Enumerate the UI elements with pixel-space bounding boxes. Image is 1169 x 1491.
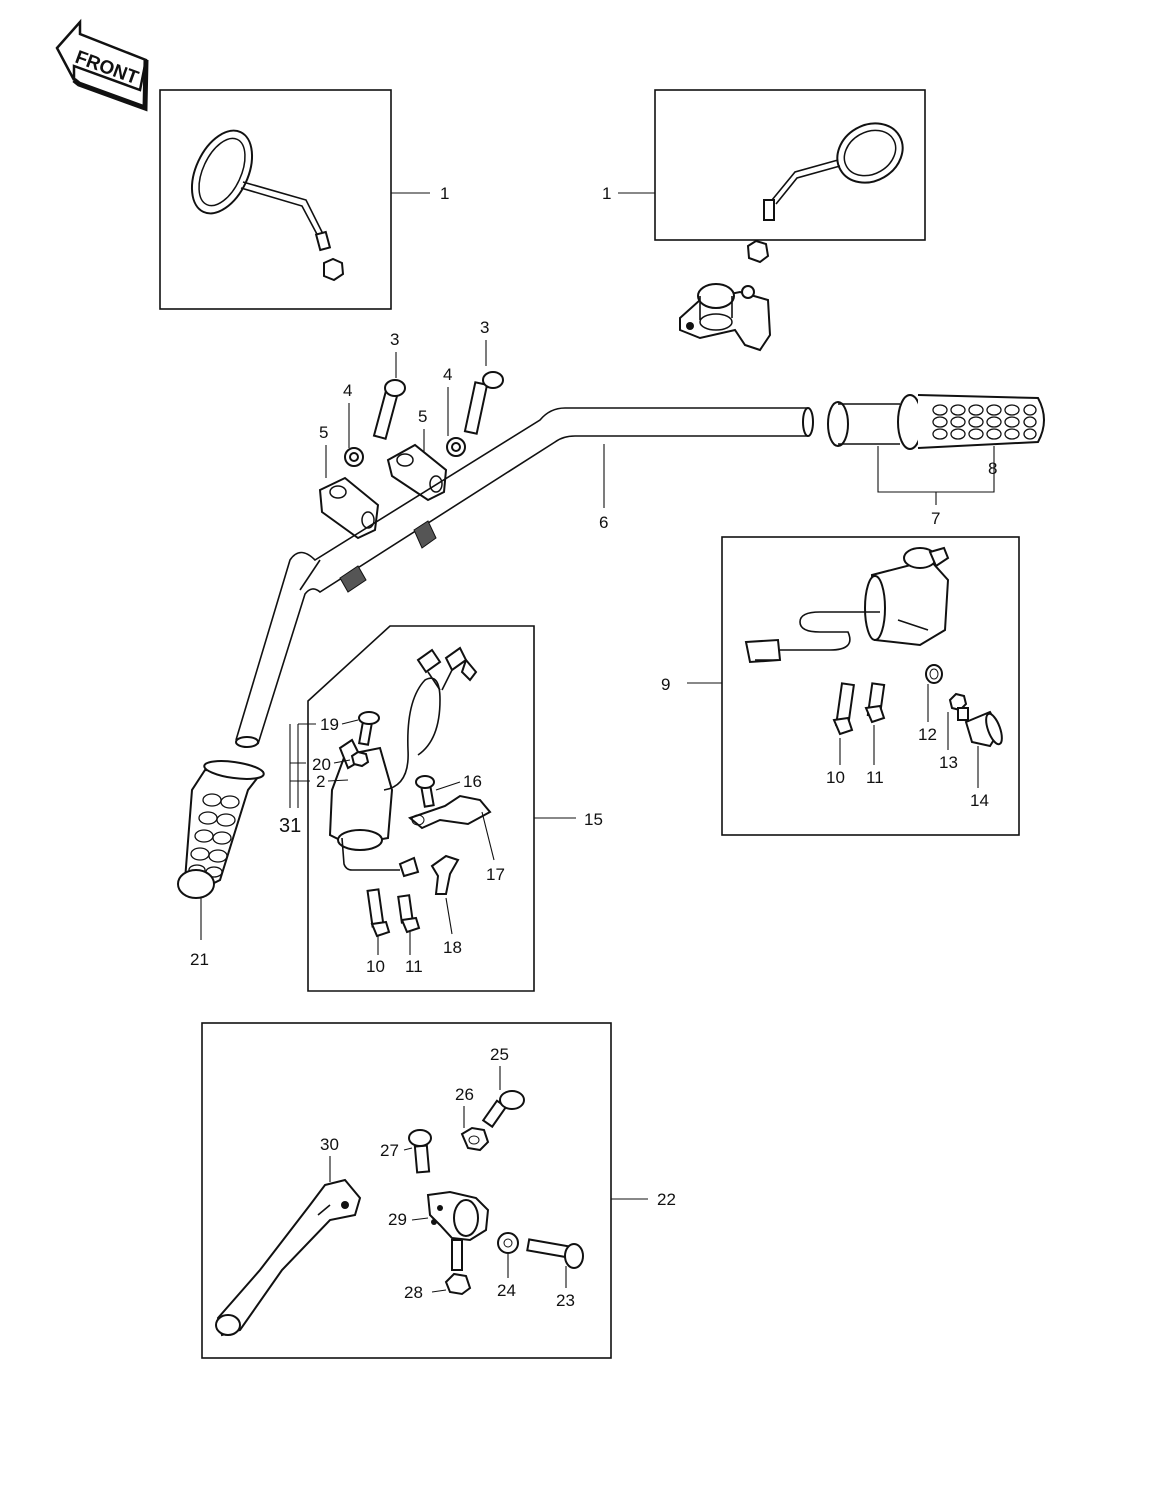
switch-right: [744, 546, 950, 664]
callout-lever-assy: 22: [657, 1190, 676, 1209]
lever-30: [215, 1178, 362, 1337]
callout-holder-b: 5: [418, 407, 427, 426]
callout-holder-bolt-a: 3: [390, 330, 399, 349]
callout-screw-19: 19: [320, 715, 339, 734]
handlebar: [235, 407, 814, 748]
callout-holder-bolt-b: 3: [480, 318, 489, 337]
holder-bolt-b: [463, 371, 504, 435]
switch-left-box: [307, 625, 535, 992]
nut-20: [350, 750, 370, 768]
mirror-left: [190, 129, 345, 282]
callout-washer-a: 4: [343, 381, 352, 400]
callout-knob-13: 13: [939, 753, 958, 772]
callout-switch-left: 15: [584, 810, 603, 829]
callout-grip-left: 21: [190, 950, 209, 969]
callout-nut-26: 26: [455, 1085, 474, 1104]
callout-mirror-right: 1: [602, 184, 611, 203]
holder-bolt-a: [372, 379, 406, 440]
switch-left: [328, 646, 478, 878]
callout-lever-30: 30: [320, 1135, 339, 1154]
mirror-left-box: [159, 89, 392, 310]
callout-washer-b: 4: [443, 365, 452, 384]
washer-b: [446, 437, 466, 457]
cap-14: [964, 710, 1003, 748]
ring-12: [925, 664, 943, 684]
holder-a: [318, 476, 380, 540]
callout-bracket-29: 29: [388, 1210, 407, 1229]
bolt-25: [481, 1090, 525, 1129]
callout-bolt-27: 27: [380, 1141, 399, 1160]
callout-clamp-18: 18: [443, 938, 462, 957]
callout-cap-14: 14: [970, 791, 989, 810]
lever-box: [201, 1022, 612, 1359]
bracket-throttle-grip: [877, 446, 995, 493]
callout-clamp-17: 17: [486, 865, 505, 884]
front-arrow-icon: FRONT: [55, 18, 149, 112]
screw-10-left: [366, 888, 391, 938]
callout-nut-28: 28: [404, 1283, 423, 1302]
mirror-right: [746, 122, 904, 264]
callout-assy-31: 31: [279, 815, 301, 837]
callout-bolt-23: 23: [556, 1291, 575, 1310]
callout-ring-12: 12: [918, 725, 937, 744]
callout-grip-right: 8: [988, 459, 997, 478]
screw-11-left: [397, 894, 421, 934]
screw-10-right: [832, 682, 855, 736]
grip-left: [177, 760, 265, 899]
screw-16: [415, 775, 435, 808]
callout-nut-20: 20: [312, 755, 331, 774]
right-lever-bracket: [679, 283, 772, 352]
mirror-right-box: [654, 89, 926, 241]
holder-b: [386, 443, 448, 502]
bracket-29: [426, 1190, 490, 1242]
nut-28: [444, 1239, 472, 1296]
callout-switch-right: 9: [661, 675, 670, 694]
callout-holder-a: 5: [319, 423, 328, 442]
clamp-17: [407, 794, 492, 830]
screw-11-right: [864, 682, 886, 724]
callout-bolt-25: 25: [490, 1045, 509, 1064]
bolt-27: [408, 1129, 432, 1174]
bracket-assy-31: [289, 723, 316, 808]
nut-26: [460, 1126, 490, 1152]
knob-13: [948, 692, 969, 721]
callout-screw-16: 16: [463, 772, 482, 791]
grip-right: [827, 394, 1045, 450]
switch-right-box: [721, 536, 1020, 836]
clamp-18: [430, 854, 460, 895]
callout-screw-10-left: 10: [366, 957, 385, 976]
nut-24: [497, 1232, 519, 1254]
callout-mirror-left: 1: [440, 184, 449, 203]
bolt-23: [526, 1238, 584, 1269]
callout-handlebar: 6: [599, 513, 608, 532]
callout-screw-11-left: 11: [405, 957, 423, 976]
callout-throttle-grip-assy: 7: [931, 509, 940, 528]
callout-nut-24: 24: [497, 1281, 516, 1300]
screw-19: [357, 711, 380, 746]
callout-part-2: 2: [316, 772, 325, 791]
callout-screw-11-right: 11: [866, 768, 884, 787]
washer-a: [344, 447, 364, 467]
callout-screw-10-right: 10: [826, 768, 845, 787]
